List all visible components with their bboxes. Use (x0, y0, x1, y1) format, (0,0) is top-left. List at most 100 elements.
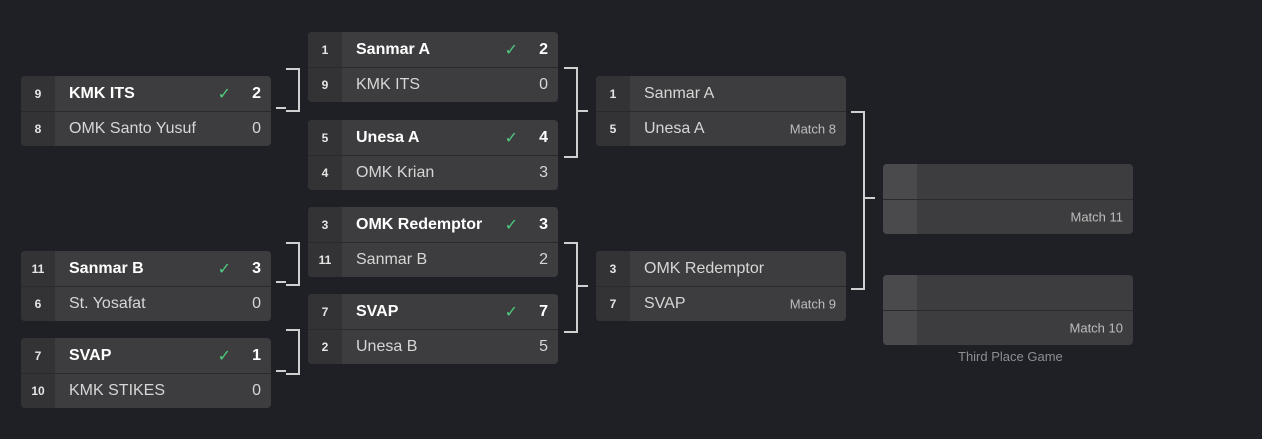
team-row[interactable] (883, 275, 1133, 310)
seed: 7 (596, 287, 630, 321)
seed: 7 (308, 294, 342, 329)
seed (883, 200, 917, 234)
match-label: Match 11 (1070, 209, 1123, 225)
team-name: Unesa B (356, 338, 418, 355)
match-r2-omk-redemptor-vs-sanmar-b[interactable]: 3 OMK Redemptor ✓ 3 11 Sanmar B 2 (308, 207, 558, 277)
team-row[interactable]: 10 KMK STIKES 0 (21, 373, 271, 408)
check-icon: ✓ (217, 347, 231, 365)
team-row[interactable]: 8 OMK Santo Yusuf 0 (21, 111, 271, 146)
seed: 7 (21, 338, 55, 373)
seed: 8 (21, 112, 55, 146)
team-row[interactable]: 7 SVAP Match 9 (596, 286, 846, 321)
match-8[interactable]: 1 Sanmar A 5 Unesa A Match 8 (596, 76, 846, 146)
check-icon: ✓ (217, 260, 231, 278)
check-icon: ✓ (504, 41, 518, 59)
score: 5 (539, 338, 548, 355)
seed: 11 (21, 251, 55, 286)
team-name: SVAP (644, 295, 686, 312)
team-row-winner[interactable]: 7 SVAP ✓ 7 (308, 294, 558, 329)
team-name: KMK ITS (356, 76, 421, 93)
seed: 9 (21, 76, 55, 111)
team-name: SVAP (69, 346, 112, 364)
seed: 6 (21, 287, 55, 321)
team-name: Unesa A (356, 128, 420, 146)
team-row[interactable]: Match 10 (883, 310, 1133, 345)
bracket-connector (564, 67, 578, 158)
bracket-connector (863, 197, 875, 199)
team-name: OMK Redemptor (356, 215, 483, 233)
seed: 3 (308, 207, 342, 242)
score: 0 (252, 120, 261, 137)
match-r1-sanmar-b-vs-st-yosafat[interactable]: 11 Sanmar B ✓ 3 6 St. Yosafat 0 (21, 251, 271, 321)
team-row[interactable] (883, 164, 1133, 199)
team-row-winner[interactable]: 3 OMK Redemptor ✓ 3 (308, 207, 558, 242)
team-row-winner[interactable]: 11 Sanmar B ✓ 3 (21, 251, 271, 286)
seed: 9 (308, 68, 342, 102)
bracket-connector (286, 242, 300, 286)
match-r2-unesa-a-vs-omk-krian[interactable]: 5 Unesa A ✓ 4 4 OMK Krian 3 (308, 120, 558, 190)
score: 3 (539, 164, 548, 181)
team-row[interactable]: 6 St. Yosafat 0 (21, 286, 271, 321)
bracket-connector (276, 107, 286, 109)
seed: 4 (308, 156, 342, 190)
score: 7 (539, 302, 548, 320)
score: 0 (252, 382, 261, 399)
match-label: Match 9 (789, 296, 836, 312)
bracket-connector (564, 242, 578, 333)
team-row[interactable]: 1 Sanmar A (596, 76, 846, 111)
bracket-connector (576, 110, 588, 112)
seed: 1 (596, 76, 630, 111)
team-row[interactable]: 5 Unesa A Match 8 (596, 111, 846, 146)
bracket-connector (276, 281, 286, 283)
score: 0 (539, 76, 548, 93)
score: 0 (252, 295, 261, 312)
team-row[interactable]: 11 Sanmar B 2 (308, 242, 558, 277)
team-row[interactable]: 4 OMK Krian 3 (308, 155, 558, 190)
team-row-winner[interactable]: 7 SVAP ✓ 1 (21, 338, 271, 373)
score: 2 (539, 251, 548, 268)
seed: 2 (308, 330, 342, 364)
match-11[interactable]: Match 11 (883, 164, 1133, 234)
score: 2 (539, 40, 548, 58)
match-r2-svap-vs-unesa-b[interactable]: 7 SVAP ✓ 7 2 Unesa B 5 (308, 294, 558, 364)
match-r2-sanmar-a-vs-kmk-its[interactable]: 1 Sanmar A ✓ 2 9 KMK ITS 0 (308, 32, 558, 102)
team-row-winner[interactable]: 5 Unesa A ✓ 4 (308, 120, 558, 155)
team-row-winner[interactable]: 1 Sanmar A ✓ 2 (308, 32, 558, 67)
seed: 11 (308, 243, 342, 277)
match-label: Match 8 (789, 121, 836, 137)
seed (883, 311, 917, 345)
score: 4 (539, 128, 548, 146)
check-icon: ✓ (504, 216, 518, 234)
seed (883, 275, 917, 310)
team-row[interactable]: Match 11 (883, 199, 1133, 234)
score: 2 (252, 84, 261, 102)
match-10[interactable]: Match 10 (883, 275, 1133, 345)
seed: 1 (308, 32, 342, 67)
team-name: Sanmar A (356, 40, 431, 58)
team-name: OMK Redemptor (644, 259, 765, 277)
team-name: SVAP (356, 302, 399, 320)
match-r1-kmk-its-vs-omk-santo-yusuf[interactable]: 9 KMK ITS ✓ 2 8 OMK Santo Yusuf 0 (21, 76, 271, 146)
bracket-connector (851, 111, 865, 290)
team-name: Unesa A (644, 120, 705, 137)
team-row[interactable]: 3 OMK Redemptor (596, 251, 846, 286)
team-name: St. Yosafat (69, 295, 146, 312)
team-name: KMK STIKES (69, 382, 166, 399)
third-place-caption: Third Place Game (958, 349, 1063, 364)
team-name: OMK Santo Yusuf (69, 120, 196, 137)
match-9[interactable]: 3 OMK Redemptor 7 SVAP Match 9 (596, 251, 846, 321)
team-name: Sanmar B (69, 259, 144, 277)
match-r1-svap-vs-kmk-stikes[interactable]: 7 SVAP ✓ 1 10 KMK STIKES 0 (21, 338, 271, 408)
team-row[interactable]: 2 Unesa B 5 (308, 329, 558, 364)
team-row[interactable]: 9 KMK ITS 0 (308, 67, 558, 102)
check-icon: ✓ (504, 303, 518, 321)
team-name: Sanmar B (356, 251, 428, 268)
team-name: OMK Krian (356, 164, 435, 181)
check-icon: ✓ (504, 129, 518, 147)
score: 1 (252, 346, 261, 364)
seed (883, 164, 917, 199)
team-row-winner[interactable]: 9 KMK ITS ✓ 2 (21, 76, 271, 111)
bracket-connector (286, 329, 300, 375)
score: 3 (539, 215, 548, 233)
team-name: KMK ITS (69, 84, 135, 102)
